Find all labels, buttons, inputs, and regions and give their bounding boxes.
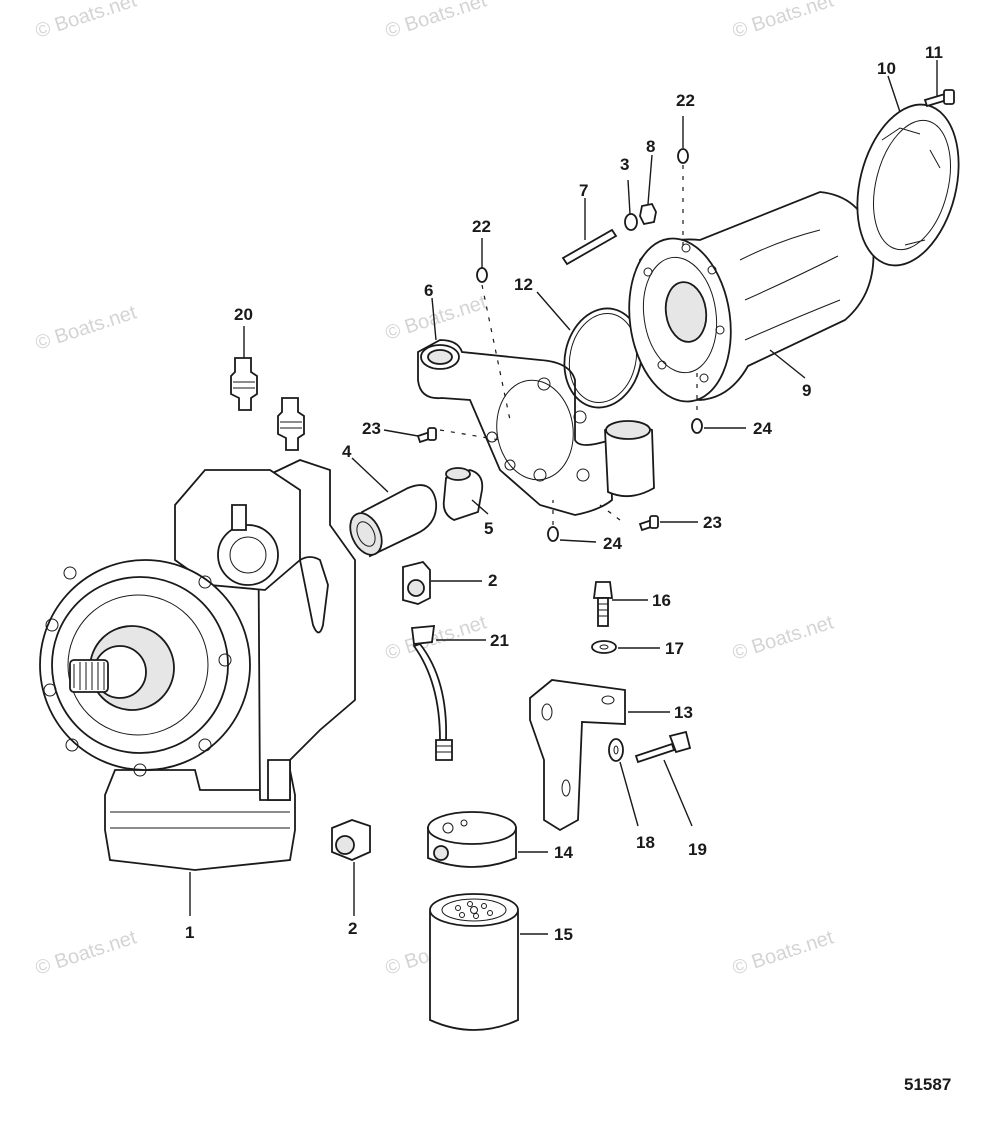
callout-23b: 23 [703, 513, 722, 532]
callout-24a: 24 [753, 419, 772, 438]
callout-1: 1 [185, 923, 194, 942]
callout-5: 5 [484, 519, 493, 538]
callout-17: 17 [665, 639, 684, 658]
callout-18: 18 [636, 833, 655, 852]
cover-screw [923, 89, 955, 108]
watermark-1: © Boats.net [33, 0, 140, 43]
filter-head [427, 811, 517, 868]
callout-19: 19 [688, 840, 707, 859]
small-screws [416, 427, 659, 532]
callout-7: 7 [579, 181, 588, 200]
transmission-housing [39, 459, 356, 871]
callout-3: 3 [620, 155, 629, 174]
callout-2b: 2 [348, 919, 357, 938]
watermark-4: © Boats.net [33, 301, 140, 354]
oil-filter [429, 893, 519, 1031]
callout-21: 21 [490, 631, 509, 650]
watermark-8: © Boats.net [730, 611, 837, 664]
callout-15: 15 [554, 925, 573, 944]
filter-bracket [529, 679, 626, 832]
callout-12: 12 [514, 275, 533, 294]
callout-13: 13 [674, 703, 693, 722]
assembly-lines [439, 165, 698, 525]
callout-6: 6 [424, 281, 433, 300]
leader-lines [189, 60, 938, 935]
watermark-3: © Boats.net [730, 0, 837, 43]
mounting-plate [417, 339, 655, 516]
washer-and-nut [624, 202, 657, 231]
elbow-fittings [331, 560, 431, 861]
callout-8: 8 [646, 137, 655, 156]
figure-number: 51587 [904, 1075, 951, 1094]
callout-2a: 2 [488, 571, 497, 590]
watermark-11: © Boats.net [730, 926, 837, 979]
callout-20: 20 [234, 305, 253, 324]
callout-10: 10 [877, 59, 896, 78]
callout-22b: 22 [472, 217, 491, 236]
bell-housing [628, 191, 875, 403]
pin [561, 228, 618, 266]
callout-24b: 24 [603, 534, 622, 553]
oil-tube [410, 625, 453, 761]
large-o-ring [563, 307, 643, 409]
sleeve [442, 467, 484, 521]
callout-14: 14 [554, 843, 573, 862]
callout-22a: 22 [676, 91, 695, 110]
bolt-and-washer [591, 581, 617, 654]
watermark-7: © Boats.net [383, 611, 490, 664]
watermark-2: © Boats.net [383, 0, 490, 43]
small-o-rings [476, 148, 703, 542]
filter-cylinder [349, 484, 438, 558]
callout-labels: 1 2 2 3 4 5 6 7 8 9 10 11 12 13 14 15 16… [185, 43, 943, 944]
callout-9: 9 [802, 381, 811, 400]
callout-4: 4 [342, 442, 352, 461]
watermark-9: © Boats.net [33, 926, 140, 979]
lower-washer-and-bolt [608, 730, 692, 764]
callout-11: 11 [925, 43, 943, 62]
callout-16: 16 [652, 591, 671, 610]
sensor-switches [230, 357, 305, 451]
callout-23a: 23 [362, 419, 381, 438]
